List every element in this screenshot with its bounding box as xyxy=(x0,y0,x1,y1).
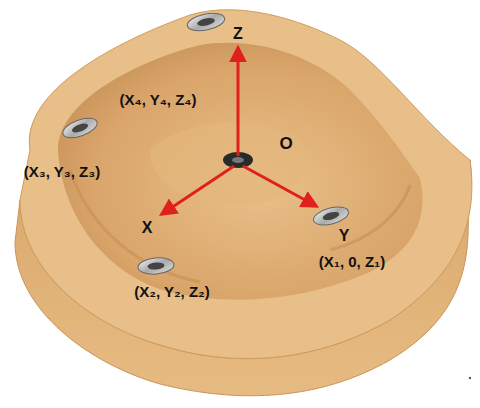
y-axis xyxy=(243,166,316,206)
ridge-shadow xyxy=(70,170,200,282)
axis-label: Z xyxy=(233,25,243,43)
z-axis xyxy=(237,48,240,156)
cast-top xyxy=(20,10,472,359)
coordinate-label: (X₃, Y₃, Z₃) xyxy=(24,164,100,181)
coordinate-label: (X₂, Y₂, Z₂) xyxy=(134,284,210,301)
palate-ridge xyxy=(150,122,308,205)
implant-marker xyxy=(60,114,99,141)
implant-marker xyxy=(137,256,174,275)
cast-cavity xyxy=(58,43,423,300)
origin-label: O xyxy=(279,135,292,154)
implant-marker xyxy=(312,204,351,229)
coordinate-label: (X₄, Y₄, Z₄) xyxy=(119,92,196,109)
implant-marker xyxy=(186,10,226,34)
x-axis xyxy=(162,166,234,214)
axis-label: Y xyxy=(339,227,350,245)
coordinate-label: (X₁, 0, Z₁) xyxy=(319,254,386,271)
axis-label: X xyxy=(142,219,153,237)
